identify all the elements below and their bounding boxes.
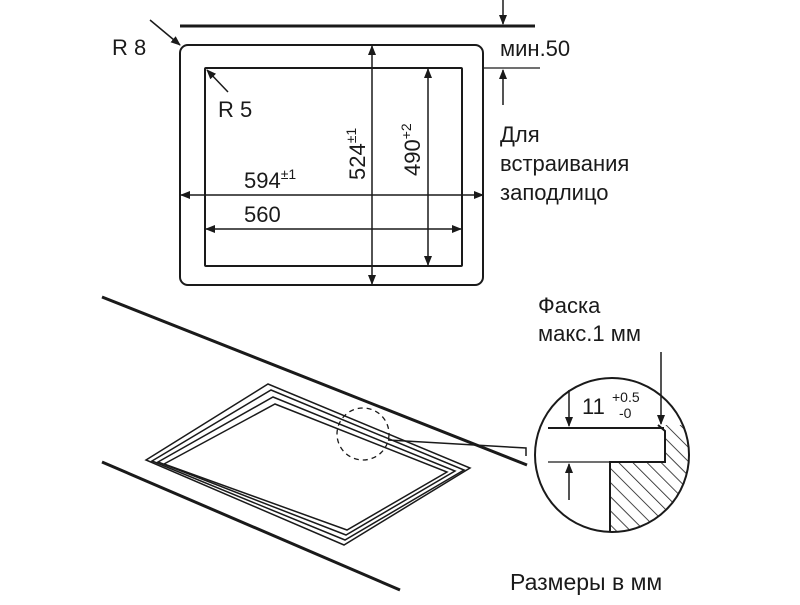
chamfer-note-line-1: Фаска [538,293,601,318]
flush-note-line-3: заподлицо [500,180,609,205]
radius-outer-label: R 8 [112,35,146,60]
radius-inner-leader [206,69,229,93]
recess-depth-value: 11 [582,394,605,419]
flush-note: Для встраивания заподлицо [500,122,635,205]
detail-circle [534,377,690,533]
depth-inner-tolerance: +2 [398,123,414,139]
inner-cutout-outline [204,67,463,267]
detail-marker-circle [336,407,390,461]
depth-outer-label: 524±1 [343,128,370,180]
depth-inner-value: 490 [400,139,425,176]
worktop-back-edge [101,295,528,467]
width-outer-tolerance: ±1 [281,166,297,182]
width-outer-label: 594±1 [244,166,296,193]
flush-note-line-2: встраивания [500,151,629,176]
chamfer-note-line-2: макс.1 мм [538,321,641,346]
cutout-rim-step-1 [150,389,466,541]
detail-leader-line [387,439,527,456]
detail-section-group [548,424,689,532]
depth-inner-label-group: 490+2 [398,123,425,176]
perspective-view [101,295,528,592]
width-inner-label: 560 [244,202,281,227]
top-view: R 8 R 5 мин.50 594±1 560 524±1 490+2 [112,0,635,286]
depth-outer-tolerance: ±1 [343,128,359,144]
flush-note-line-1: Для [500,122,540,147]
detail-view: 11 +0.5 -0 Фаска макс.1 мм [534,293,690,533]
worktop-section-hatch [610,425,689,532]
width-outer-value: 594 [244,168,281,193]
depth-outer-value: 524 [345,143,370,180]
worktop-front-edge [101,460,401,592]
cutout-rim-step-2 [156,396,457,536]
chamfer-note: Фаска макс.1 мм [538,293,641,346]
recess-depth-tol-lower: -0 [619,405,632,421]
units-caption: Размеры в мм [510,569,662,595]
depth-inner-label: 490+2 [398,123,425,176]
cutout-outer-rim [144,383,472,546]
cutout-inner-edge [162,403,449,531]
depth-outer-label-group: 524±1 [343,128,370,180]
radius-inner-label: R 5 [218,97,252,122]
outer-cutout-outline [179,44,484,286]
radius-outer-leader [149,19,181,46]
recess-depth-tol-upper: +0.5 [612,389,640,405]
min-clearance-label: мин.50 [500,36,570,61]
